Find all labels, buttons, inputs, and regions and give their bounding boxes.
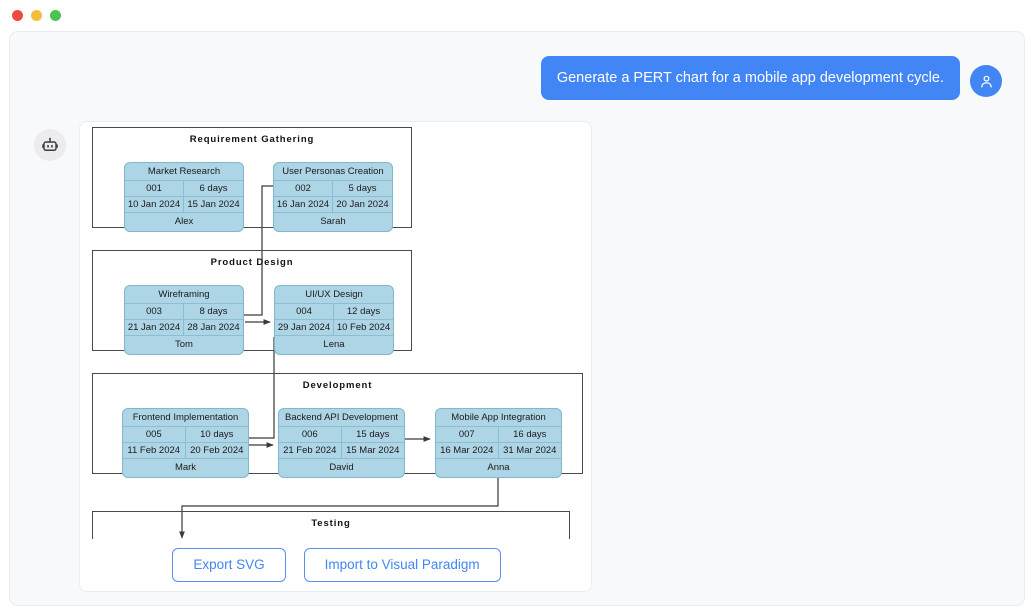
node-end: 20 Jan 2024 <box>336 199 389 210</box>
node-start: 11 Feb 2024 <box>123 443 186 458</box>
node-end: 15 Mar 2024 <box>346 445 400 456</box>
node-frontend-implementation[interactable]: Frontend Implementation 005 10 days 11 F… <box>122 408 249 478</box>
node-ui-ux-design[interactable]: UI/UX Design 004 12 days 29 Jan 2024 10 … <box>274 285 394 355</box>
minimize-button[interactable] <box>31 10 42 21</box>
diagram-card: Requirement Gathering Market Research 00… <box>79 121 592 592</box>
node-code: 003 <box>125 304 184 319</box>
card-actions: Export SVG Import to Visual Paradigm <box>80 539 591 591</box>
node-end: 10 Feb 2024 <box>336 322 391 333</box>
node-duration: 5 days <box>348 183 377 194</box>
node-backend-api-development[interactable]: Backend API Development 006 15 days 21 F… <box>278 408 405 478</box>
node-dates: 29 Jan 2024 10 Feb 2024 <box>275 320 393 336</box>
maximize-button[interactable] <box>50 10 61 21</box>
node-start: 29 Jan 2024 <box>275 320 334 335</box>
node-name: UI/UX Design <box>275 286 393 304</box>
assistant-message-row: Requirement Gathering Market Research 00… <box>34 121 592 592</box>
node-user-personas-creation[interactable]: User Personas Creation 002 5 days 16 Jan… <box>273 162 393 232</box>
node-duration: 10 days <box>200 429 234 440</box>
node-end: 15 Jan 2024 <box>187 199 240 210</box>
node-code: 005 <box>123 427 186 442</box>
node-market-research[interactable]: Market Research 001 6 days 10 Jan 2024 1… <box>124 162 244 232</box>
group-title: Testing <box>311 518 351 529</box>
node-start: 21 Jan 2024 <box>125 320 184 335</box>
user-icon <box>980 75 992 87</box>
node-owner: Anna <box>487 462 510 473</box>
node-duration: 15 days <box>356 429 390 440</box>
node-end: 28 Jan 2024 <box>187 322 240 333</box>
node-dates: 16 Jan 2024 20 Jan 2024 <box>274 197 392 213</box>
export-svg-button[interactable]: Export SVG <box>172 547 286 583</box>
assistant-avatar <box>34 129 66 161</box>
node-start: 21 Feb 2024 <box>279 443 342 458</box>
node-name: Wireframing <box>125 286 243 304</box>
group-product-design: Product Design <box>92 250 412 351</box>
node-code-duration: 004 12 days <box>275 304 393 320</box>
node-duration: 16 days <box>513 429 547 440</box>
node-start: 16 Jan 2024 <box>274 197 333 212</box>
node-code: 007 <box>436 427 499 442</box>
node-code-duration: 006 15 days <box>279 427 404 443</box>
node-dates: 16 Mar 2024 31 Mar 2024 <box>436 443 561 459</box>
user-message-bubble: Generate a PERT chart for a mobile app d… <box>540 56 960 101</box>
node-name: Backend API Development <box>279 409 404 427</box>
node-duration: 6 days <box>199 183 228 194</box>
group-requirement-gathering: Requirement Gathering <box>92 127 412 228</box>
title-bar <box>0 0 1034 31</box>
node-code: 002 <box>274 181 333 196</box>
close-button[interactable] <box>12 10 23 21</box>
chat-surface: Generate a PERT chart for a mobile app d… <box>9 31 1025 606</box>
node-end: 20 Feb 2024 <box>190 445 244 456</box>
node-start: 10 Jan 2024 <box>125 197 184 212</box>
node-dates: 21 Feb 2024 15 Mar 2024 <box>279 443 404 459</box>
node-owner: Alex <box>174 216 194 227</box>
node-start: 16 Mar 2024 <box>436 443 499 458</box>
node-dates: 10 Jan 2024 15 Jan 2024 <box>125 197 243 213</box>
user-message-row: Generate a PERT chart for a mobile app d… <box>10 56 1024 101</box>
node-dates: 21 Jan 2024 28 Jan 2024 <box>125 320 243 336</box>
node-dates: 11 Feb 2024 20 Feb 2024 <box>123 443 248 459</box>
node-owner: Lena <box>323 339 345 350</box>
node-owner: David <box>329 462 354 473</box>
robot-icon <box>42 137 58 151</box>
node-code-duration: 001 6 days <box>125 181 243 197</box>
node-name: Market Research <box>125 163 243 181</box>
group-title: Product Design <box>210 257 294 268</box>
node-code-duration: 003 8 days <box>125 304 243 320</box>
node-code: 004 <box>275 304 334 319</box>
node-name: Frontend Implementation <box>123 409 248 427</box>
node-duration: 8 days <box>199 306 228 317</box>
node-owner: Mark <box>174 462 197 473</box>
node-mobile-app-integration[interactable]: Mobile App Integration 007 16 days 16 Ma… <box>435 408 562 478</box>
group-title: Development <box>302 380 373 391</box>
node-owner: Tom <box>175 339 193 350</box>
node-end: 31 Mar 2024 <box>503 445 557 456</box>
node-code: 006 <box>279 427 342 442</box>
node-code-duration: 005 10 days <box>123 427 248 443</box>
node-name: User Personas Creation <box>274 163 392 181</box>
group-testing: Testing <box>92 511 570 542</box>
user-avatar <box>970 65 1002 97</box>
node-code: 001 <box>125 181 184 196</box>
node-code-duration: 002 5 days <box>274 181 392 197</box>
group-title: Requirement Gathering <box>189 134 315 145</box>
pert-diagram: Requirement Gathering Market Research 00… <box>80 122 591 542</box>
node-owner: Sarah <box>320 216 346 227</box>
node-name: Mobile App Integration <box>436 409 561 427</box>
node-wireframing[interactable]: Wireframing 003 8 days 21 Jan 2024 28 Ja… <box>124 285 244 355</box>
import-to-visual-paradigm-button[interactable]: Import to Visual Paradigm <box>303 547 501 583</box>
node-code-duration: 007 16 days <box>436 427 561 443</box>
node-duration: 12 days <box>346 306 381 317</box>
